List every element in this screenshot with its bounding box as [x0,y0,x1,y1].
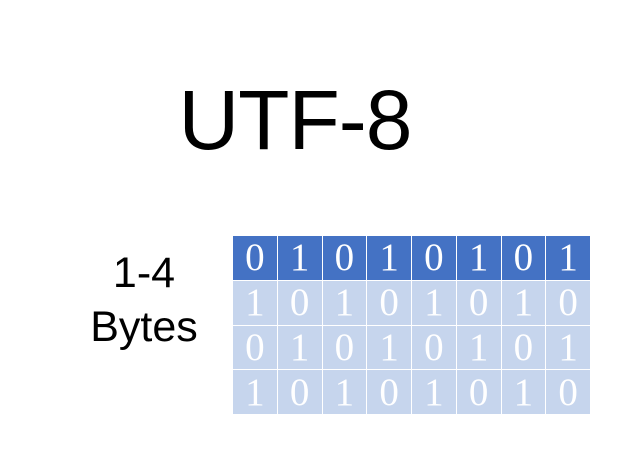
bit-cell: 1 [322,370,367,414]
bit-cell: 0 [367,370,411,414]
bit-cell: 1 [277,325,322,370]
bit-cell: 1 [412,280,456,325]
bit-cell: 0 [322,236,367,280]
bit-cell: 0 [501,325,546,370]
bit-cell: 1 [456,236,501,280]
bit-cell: 1 [322,280,367,325]
bit-cell: 0 [233,236,277,280]
bit-cell: 1 [501,370,546,414]
bit-cell: 0 [367,280,411,325]
bit-cell: 1 [233,370,277,414]
bit-cell: 1 [412,370,456,414]
bit-cell: 1 [367,325,411,370]
bit-cell: 0 [277,280,322,325]
bit-cell: 0 [233,325,277,370]
bit-cell: 0 [456,370,501,414]
bit-cell: 0 [456,280,501,325]
bit-cell: 1 [501,280,546,325]
bit-cell: 1 [277,236,322,280]
bit-cell: 0 [501,236,546,280]
bit-cell: 1 [456,325,501,370]
bit-cell: 0 [277,370,322,414]
bit-cell: 0 [546,280,590,325]
caption-line-1: 1-4 [112,249,176,297]
bit-cell: 0 [412,325,456,370]
page-title: UTF-8 [178,73,413,167]
bit-cell: 0 [412,236,456,280]
bit-cell: 1 [367,236,411,280]
bit-cell: 1 [233,280,277,325]
bit-cell: 0 [546,370,590,414]
bit-cell: 0 [322,325,367,370]
bit-cell: 1 [546,236,590,280]
byte-range-caption: 1-4 Bytes [56,247,232,355]
caption-line-2: Bytes [90,302,198,351]
bit-cell: 1 [546,325,590,370]
